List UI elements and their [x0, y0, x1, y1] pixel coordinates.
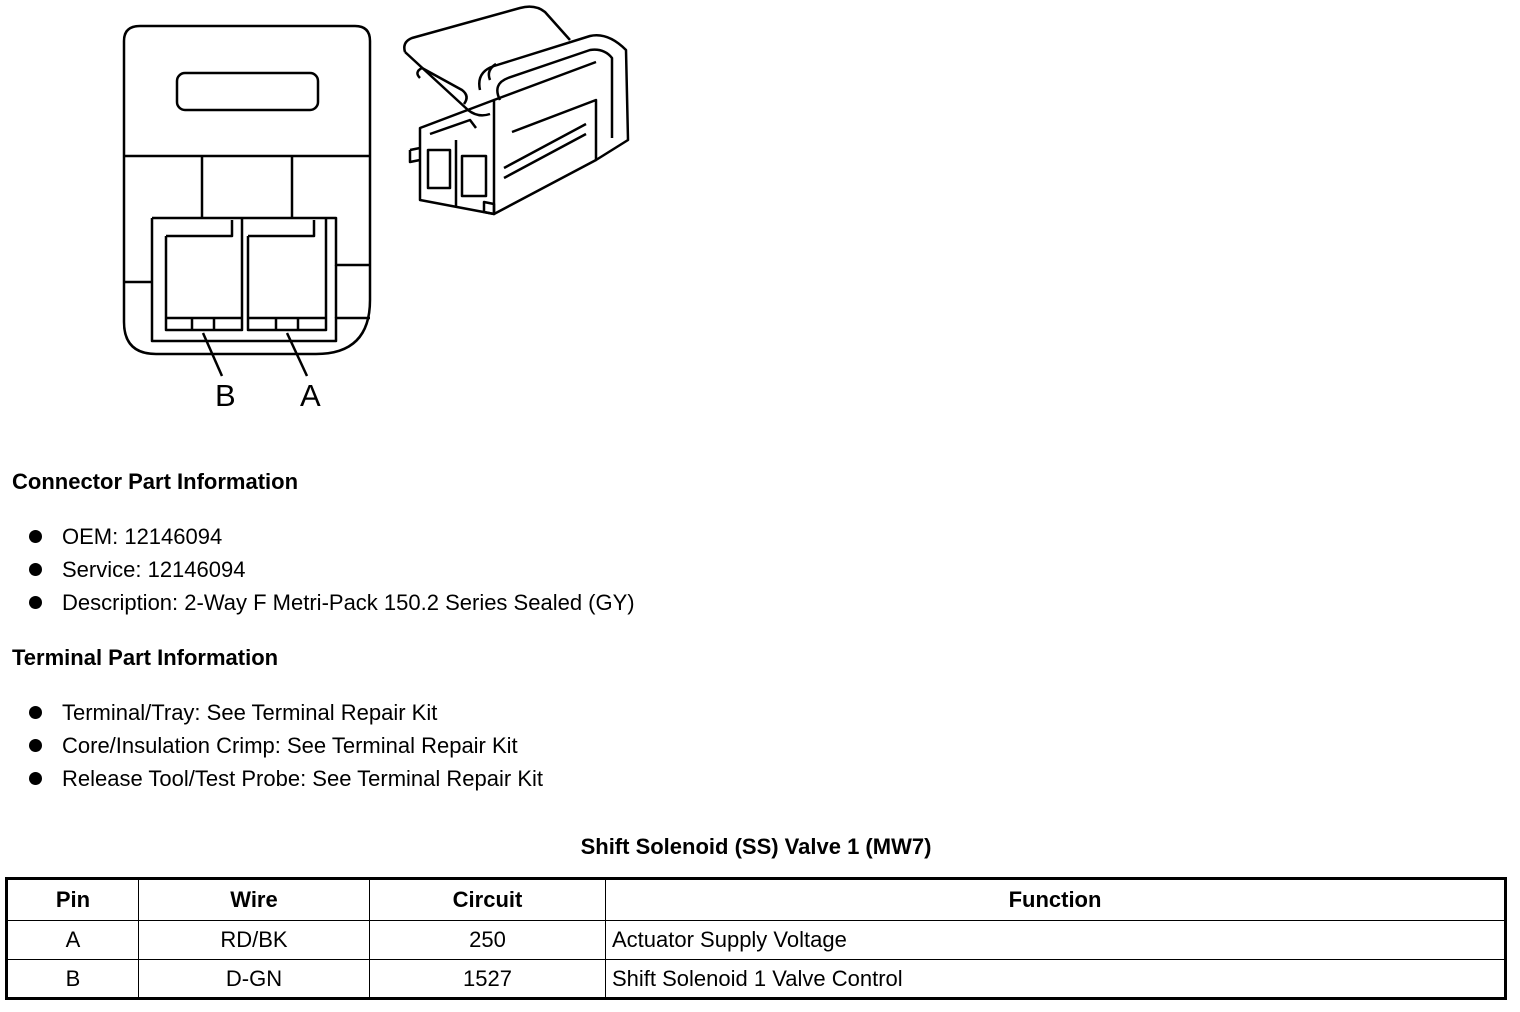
bullet-icon: [29, 596, 42, 609]
cell-circuit: 1527: [369, 959, 606, 999]
list-item: Description: 2-Way F Metri-Pack 150.2 Se…: [0, 586, 635, 619]
cell-pin: A: [6, 920, 139, 960]
column-header-pin: Pin: [6, 878, 139, 921]
table-row: A RD/BK 250 Actuator Supply Voltage: [6, 920, 1506, 960]
cavity-a: [246, 218, 328, 332]
column-header-wire: Wire: [138, 878, 370, 921]
list-item: Core/Insulation Crimp: See Terminal Repa…: [0, 729, 543, 762]
bullet-icon: [29, 706, 42, 719]
terminal-part-information-list: Terminal/Tray: See Terminal Repair Kit C…: [0, 696, 543, 795]
list-item: Terminal/Tray: See Terminal Repair Kit: [0, 696, 543, 729]
pin-table: Pin Wire Circuit Function A RD/BK 250 Ac…: [5, 877, 1507, 1000]
pin-label-a: A: [300, 378, 321, 413]
connector-part-information-list: OEM: 12146094 Service: 12146094 Descript…: [0, 520, 635, 619]
list-item-text: Terminal/Tray: See Terminal Repair Kit: [62, 700, 438, 725]
bullet-icon: [29, 739, 42, 752]
column-header-function: Function: [605, 878, 1506, 921]
cell-pin: B: [6, 959, 139, 999]
bullet-icon: [29, 563, 42, 576]
pin-table-title: Shift Solenoid (SS) Valve 1 (MW7): [580, 834, 932, 859]
cell-wire: D-GN: [138, 959, 370, 999]
cell-circuit: 250: [369, 920, 606, 960]
connector-body: [122, 24, 372, 356]
table-row: B D-GN 1527 Shift Solenoid 1 Valve Contr…: [6, 959, 1506, 999]
list-item-text: Core/Insulation Crimp: See Terminal Repa…: [62, 733, 518, 758]
list-item-text: OEM: 12146094: [62, 524, 223, 549]
connector-illustration: B A: [0, 0, 700, 440]
cell-function: Actuator Supply Voltage: [605, 920, 1506, 960]
connector-face-view-drawing: [122, 24, 372, 377]
terminal-part-information-heading: Terminal Part Information: [12, 645, 279, 670]
cell-function: Shift Solenoid 1 Valve Control: [605, 959, 1506, 999]
list-item: Service: 12146094: [0, 553, 635, 586]
table-header-row: Pin Wire Circuit Function: [6, 878, 1506, 921]
column-header-circuit: Circuit: [369, 878, 606, 921]
list-item: OEM: 12146094: [0, 520, 635, 553]
cell-wire: RD/BK: [138, 920, 370, 960]
list-item: Release Tool/Test Probe: See Terminal Re…: [0, 762, 543, 795]
list-item-text: Service: 12146094: [62, 557, 246, 582]
connector-part-information-heading: Connector Part Information: [12, 469, 299, 494]
cavity-b: [164, 218, 244, 332]
bullet-icon: [29, 530, 42, 543]
pin-label-b: B: [215, 378, 236, 413]
bullet-icon: [29, 772, 42, 785]
latch-window: [175, 71, 320, 112]
list-item-text: Release Tool/Test Probe: See Terminal Re…: [62, 766, 543, 791]
connector-isometric-drawing: [403, 5, 630, 216]
list-item-text: Description: 2-Way F Metri-Pack 150.2 Se…: [62, 590, 635, 615]
